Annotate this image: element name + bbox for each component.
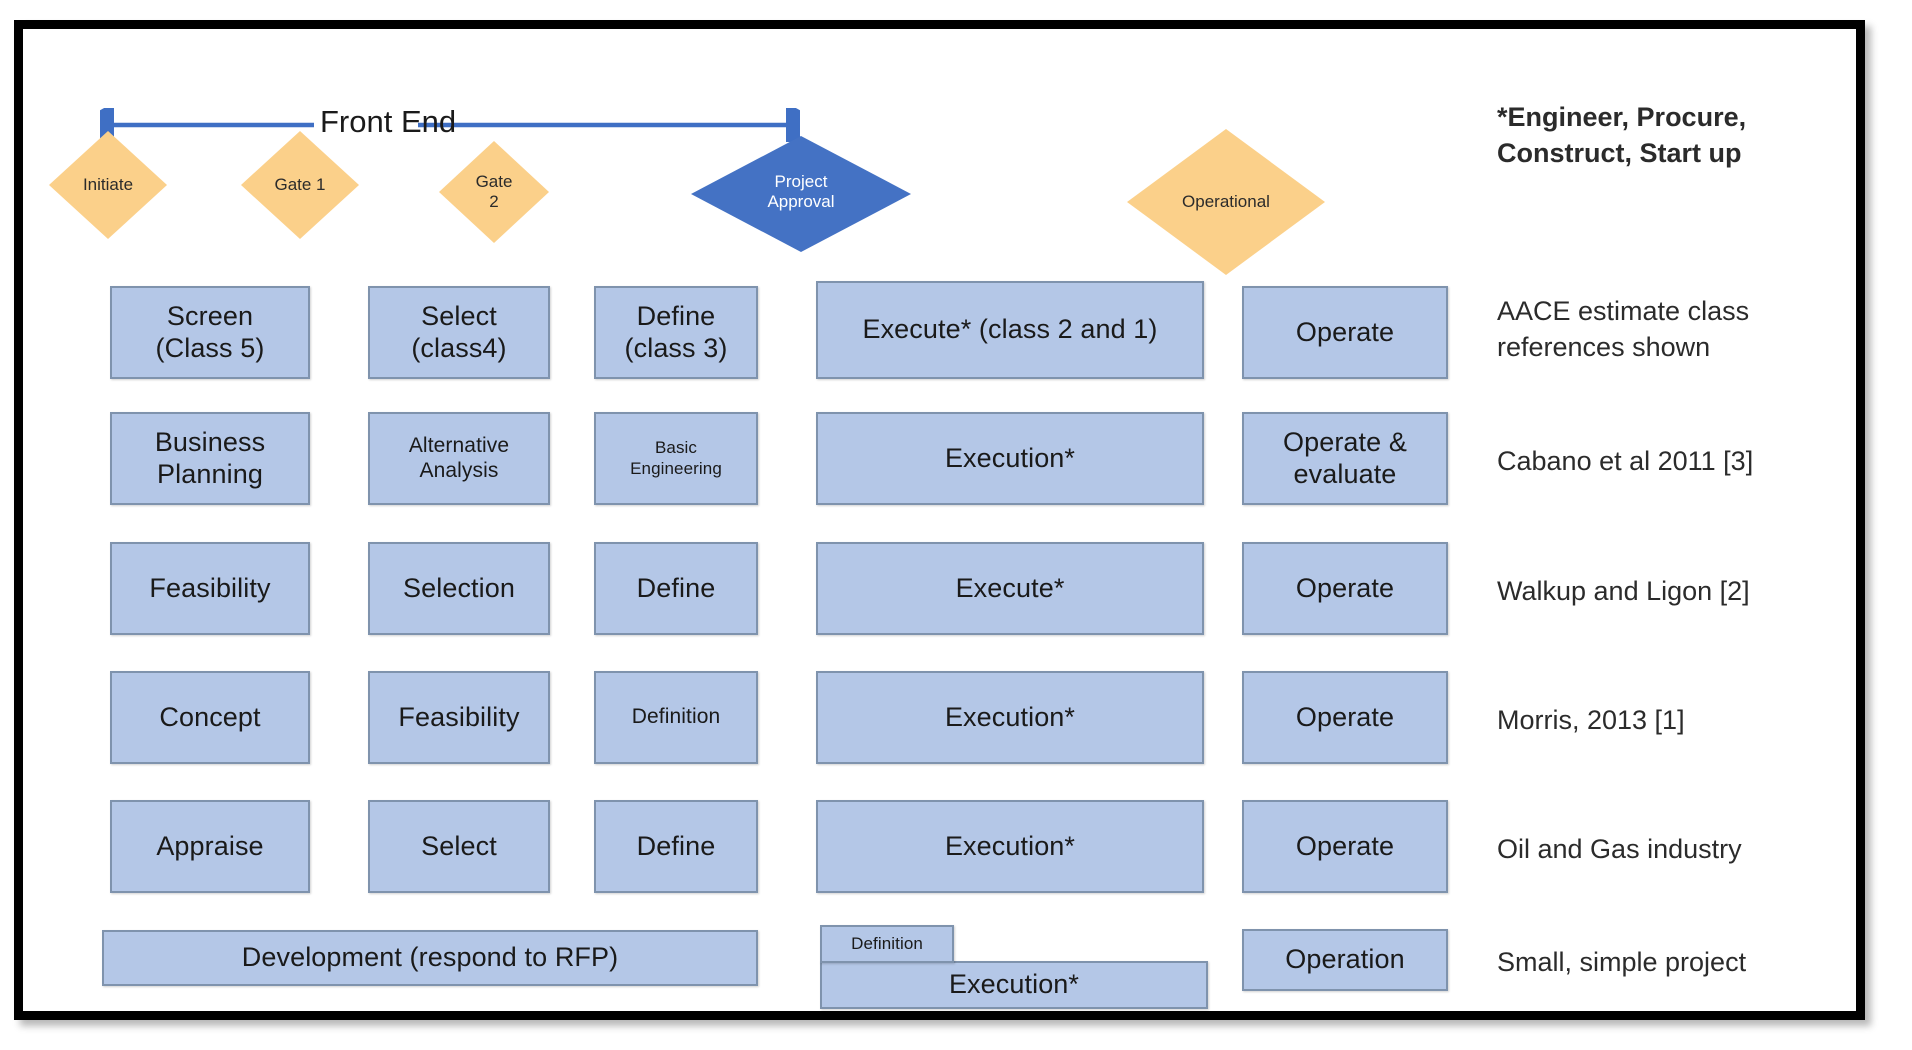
cell-r6-operation[interactable]: Operation xyxy=(1242,929,1448,991)
front-end-arrow: Front End xyxy=(73,102,827,148)
cell-r3-c1[interactable]: Feasibility xyxy=(110,542,310,635)
reference-r5: Oil and Gas industry xyxy=(1497,834,1742,864)
front-end-arrow-svg xyxy=(73,102,827,148)
cell-r5-c4[interactable]: Execution* xyxy=(816,800,1204,893)
cell-r2-c5[interactable]: Operate & evaluate xyxy=(1242,412,1448,505)
cell-r1-c2[interactable]: Select (class4) xyxy=(368,286,550,379)
cell-r1-c4[interactable]: Execute* (class 2 and 1) xyxy=(816,281,1204,379)
diamond-shape-icon xyxy=(439,141,549,243)
cell-r6-definition[interactable]: Definition xyxy=(820,925,954,963)
cell-r4-c3[interactable]: Definition xyxy=(594,671,758,764)
cell-r1-c3[interactable]: Define (class 3) xyxy=(594,286,758,379)
cell-r4-c2[interactable]: Feasibility xyxy=(368,671,550,764)
cell-r2-c3[interactable]: Basic Engineering xyxy=(594,412,758,505)
cell-r4-c5[interactable]: Operate xyxy=(1242,671,1448,764)
reference-r2: Cabano et al 2011 [3] xyxy=(1497,446,1754,476)
cell-r3-c2[interactable]: Selection xyxy=(368,542,550,635)
cell-r5-c1[interactable]: Appraise xyxy=(110,800,310,893)
cell-r5-c2[interactable]: Select xyxy=(368,800,550,893)
footnote-epc: *Engineer, Procure, Construct, Start up xyxy=(1497,102,1747,168)
diamond-shape-icon xyxy=(49,131,167,239)
cell-r1-c1[interactable]: Screen (Class 5) xyxy=(110,286,310,379)
gate-diamond-gate-2[interactable]: Gate 2 xyxy=(438,140,550,244)
cell-r2-c1[interactable]: Business Planning xyxy=(110,412,310,505)
reference-r6: Small, simple project xyxy=(1497,947,1747,977)
cell-r2-c4[interactable]: Execution* xyxy=(816,412,1204,505)
diamond-shape-icon xyxy=(1127,129,1325,275)
reference-r4: Morris, 2013 [1] xyxy=(1497,705,1685,735)
diamond-shape-icon xyxy=(241,131,359,239)
gate-diamond-initiate[interactable]: Initiate xyxy=(48,130,168,240)
diamond-shape-icon xyxy=(691,136,911,252)
cell-r3-c4[interactable]: Execute* xyxy=(816,542,1204,635)
reference-r3: Walkup and Ligon [2] xyxy=(1497,576,1750,606)
gate-diamond-operational[interactable]: Operational xyxy=(1126,128,1326,276)
cell-r2-c2[interactable]: Alternative Analysis xyxy=(368,412,550,505)
cell-r4-c1[interactable]: Concept xyxy=(110,671,310,764)
cell-r5-c5[interactable]: Operate xyxy=(1242,800,1448,893)
gate-diamond-gate-1[interactable]: Gate 1 xyxy=(240,130,360,240)
cell-r1-c5[interactable]: Operate xyxy=(1242,286,1448,379)
gate-diamond-project-approval[interactable]: Project Approval xyxy=(690,135,912,253)
cell-r5-c3[interactable]: Define xyxy=(594,800,758,893)
cell-r6-development[interactable]: Development (respond to RFP) xyxy=(102,930,758,986)
cell-r3-c5[interactable]: Operate xyxy=(1242,542,1448,635)
cell-r3-c3[interactable]: Define xyxy=(594,542,758,635)
front-end-label: Front End xyxy=(320,104,457,139)
reference-r1: AACE estimate class references shown xyxy=(1497,296,1750,362)
cell-r4-c4[interactable]: Execution* xyxy=(816,671,1204,764)
cell-r6-execution[interactable]: Execution* xyxy=(820,961,1208,1009)
